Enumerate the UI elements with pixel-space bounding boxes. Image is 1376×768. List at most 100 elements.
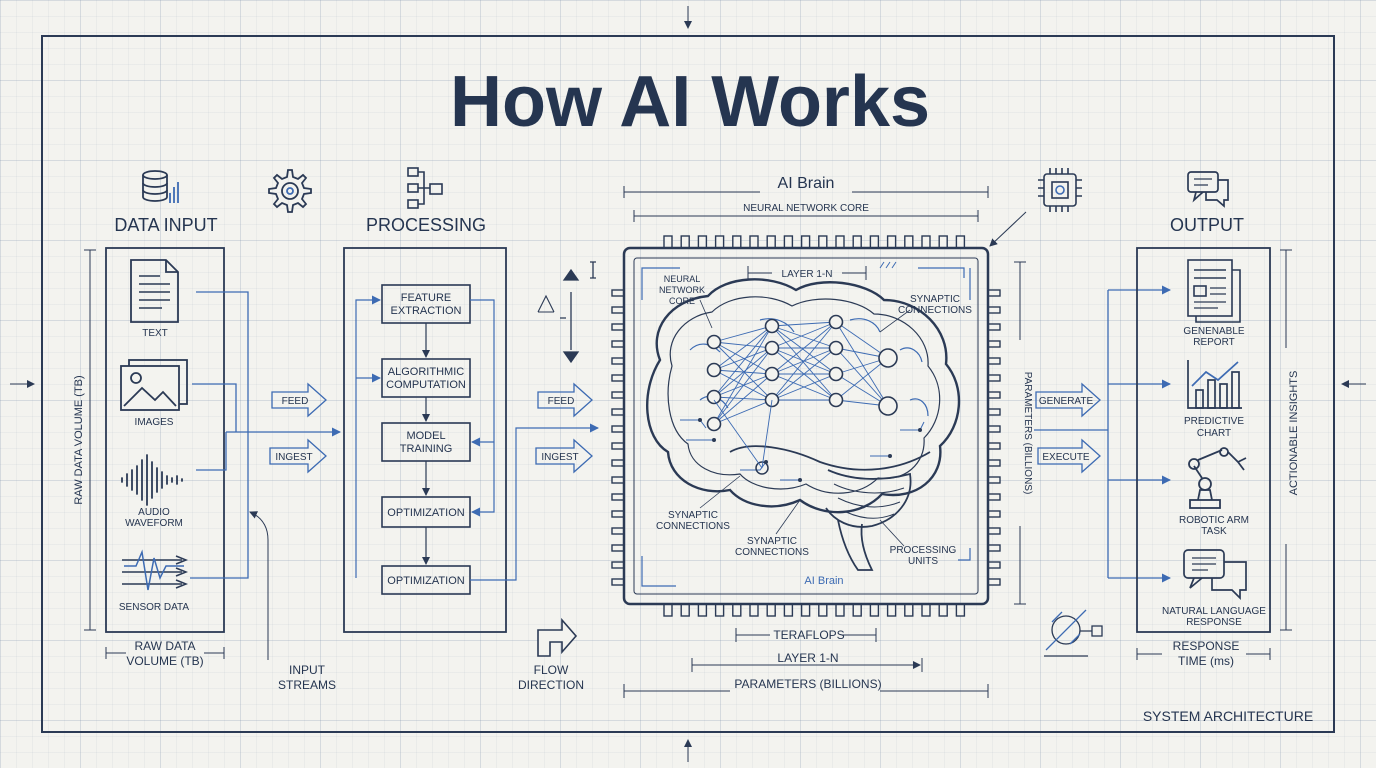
neuron-node	[706, 416, 722, 432]
ingest-arrow-middle: INGEST	[535, 438, 593, 474]
teraflops-label: TERAFLOPS	[773, 628, 844, 642]
neuron-node	[764, 318, 780, 334]
brain-caption: AI Brain	[804, 575, 843, 587]
speech-bubbles-icon	[1183, 549, 1247, 601]
neural-network-nodes	[706, 314, 898, 432]
gear-icon	[268, 169, 312, 213]
svg-text:ALGORITHMIC: ALGORITHMIC	[388, 366, 464, 378]
output-bottom-label-2: TIME (ms)	[1178, 654, 1234, 668]
output-bottom-label-1: RESPONSE	[1173, 639, 1240, 653]
input-label-waveform: WAVEFORM	[125, 518, 183, 529]
svg-text:EXECUTE: EXECUTE	[1042, 452, 1090, 463]
actionable-insights-dimension	[1280, 249, 1292, 631]
chip-corner-marks	[641, 267, 971, 587]
feed-arrow-left: FEED	[271, 382, 327, 418]
flow-direction-arrow	[537, 617, 578, 657]
chat-bubble-icon	[1187, 171, 1229, 208]
neural-network-core-dimension: NEURAL NETWORK CORE	[743, 203, 869, 214]
synaptic-mid-leader	[775, 499, 801, 535]
predictive-chart-icon	[1187, 360, 1242, 409]
processing-units-label-1: PROCESSING	[890, 545, 957, 556]
synaptic-top-leader	[879, 309, 911, 333]
chip-bottom-dimensions	[623, 628, 989, 698]
brain-to-output-flows	[1034, 285, 1171, 583]
footer-label: SYSTEM ARCHITECTURE	[1143, 708, 1313, 724]
raw-data-dimension-line	[84, 249, 96, 631]
input-streams-label-2: STREAMS	[278, 678, 336, 692]
output-label-robotic-1: ROBOTIC ARM	[1179, 515, 1249, 526]
svg-text:FEATURE: FEATURE	[401, 292, 452, 304]
process-feedback-loops	[355, 295, 599, 581]
output-panel	[1136, 247, 1271, 633]
audio-waveform-icon	[121, 454, 183, 506]
neuron-node	[828, 314, 844, 330]
output-bottom-dimension	[1136, 648, 1271, 660]
flowchart-icon	[407, 167, 443, 209]
section-title-processing: PROCESSING	[366, 215, 486, 235]
process-step-model-training: MODEL TRAINING	[381, 422, 471, 462]
outer-frame	[41, 35, 1335, 733]
execute-arrow: EXECUTE	[1037, 438, 1101, 474]
layer-top-dimension	[747, 266, 867, 280]
neuron-node	[828, 340, 844, 356]
brain-top-dimensions	[623, 186, 989, 222]
svg-text:COMPUTATION: COMPUTATION	[386, 379, 466, 391]
section-title-ai-brain: AI Brain	[778, 175, 835, 192]
svg-text:GENERATE: GENERATE	[1039, 396, 1094, 407]
chip-side-dimension	[1014, 261, 1026, 605]
synaptic-left-leader	[699, 475, 741, 509]
text-document-icon	[130, 259, 179, 323]
neuron-node	[706, 362, 722, 378]
output-side-label: ACTIONABLE INSIGHTS	[1288, 371, 1300, 496]
process-step-optimization-1: OPTIMIZATION	[381, 496, 471, 528]
synaptic-left-label-2: CONNECTIONS	[656, 521, 730, 532]
feed-arrow-middle: FEED	[537, 382, 593, 418]
core-label-2: NETWORK	[659, 285, 705, 295]
output-label-report-2: REPORT	[1193, 337, 1235, 348]
robot-sensor-icon	[1044, 609, 1103, 657]
layer-bottom-label: LAYER 1-N	[777, 651, 838, 665]
section-title-output: OUTPUT	[1170, 215, 1244, 235]
processing-units-label-2: UNITS	[908, 556, 938, 567]
robotic-arm-icon	[1188, 447, 1247, 509]
report-icon	[1187, 259, 1241, 323]
core-label-leader	[699, 299, 713, 329]
input-label-text: TEXT	[142, 328, 168, 339]
processor-chip-icon	[1038, 168, 1082, 212]
ingest-arrow-left: INGEST	[269, 438, 327, 474]
brain-illustration	[646, 278, 961, 571]
input-label-images: IMAGES	[135, 417, 174, 428]
input-streams-label-1: INPUT	[289, 663, 326, 677]
neuron-node	[828, 366, 844, 382]
lower-neuron-links	[713, 399, 773, 469]
output-label-response-1: NATURAL LANGUAGE	[1162, 606, 1266, 617]
svg-text:EXTRACTION: EXTRACTION	[391, 305, 462, 317]
chip-side-label: PARAMETERS (BILLIONS)	[1022, 372, 1033, 495]
synaptic-top-label-1: SYNAPTIC	[910, 294, 960, 305]
neuron-node	[706, 334, 722, 350]
output-label-robotic-2: TASK	[1201, 526, 1227, 537]
image-icon	[120, 359, 188, 411]
svg-text:INGEST: INGEST	[275, 452, 312, 463]
neuron-node	[828, 392, 844, 408]
input-to-processing-flows	[190, 291, 341, 579]
svg-text:MODEL: MODEL	[406, 430, 445, 442]
vertical-dimension-marker	[537, 261, 596, 364]
input-label-sensor-data: SENSOR DATA	[119, 602, 190, 613]
neuron-node	[878, 396, 898, 416]
synaptic-mid-label-1: SYNAPTIC	[747, 536, 797, 547]
chip-top-right-mark	[918, 267, 965, 278]
input-label-audio: AUDIO	[138, 507, 170, 518]
input-streams-pointer	[249, 511, 269, 660]
flow-direction-label-2: DIRECTION	[518, 678, 584, 692]
chip-hatch-mark	[879, 261, 897, 269]
input-side-label: RAW DATA VOLUME (TB)	[73, 375, 85, 504]
output-label-chart-2: CHART	[1197, 428, 1231, 439]
neuron-node	[878, 348, 898, 368]
processing-panel	[343, 247, 507, 633]
output-label-chart-1: PREDICTIVE	[1184, 416, 1244, 427]
processing-units-leader	[879, 519, 905, 547]
sensor-data-icon	[122, 549, 189, 591]
svg-text:FEED: FEED	[282, 396, 309, 407]
